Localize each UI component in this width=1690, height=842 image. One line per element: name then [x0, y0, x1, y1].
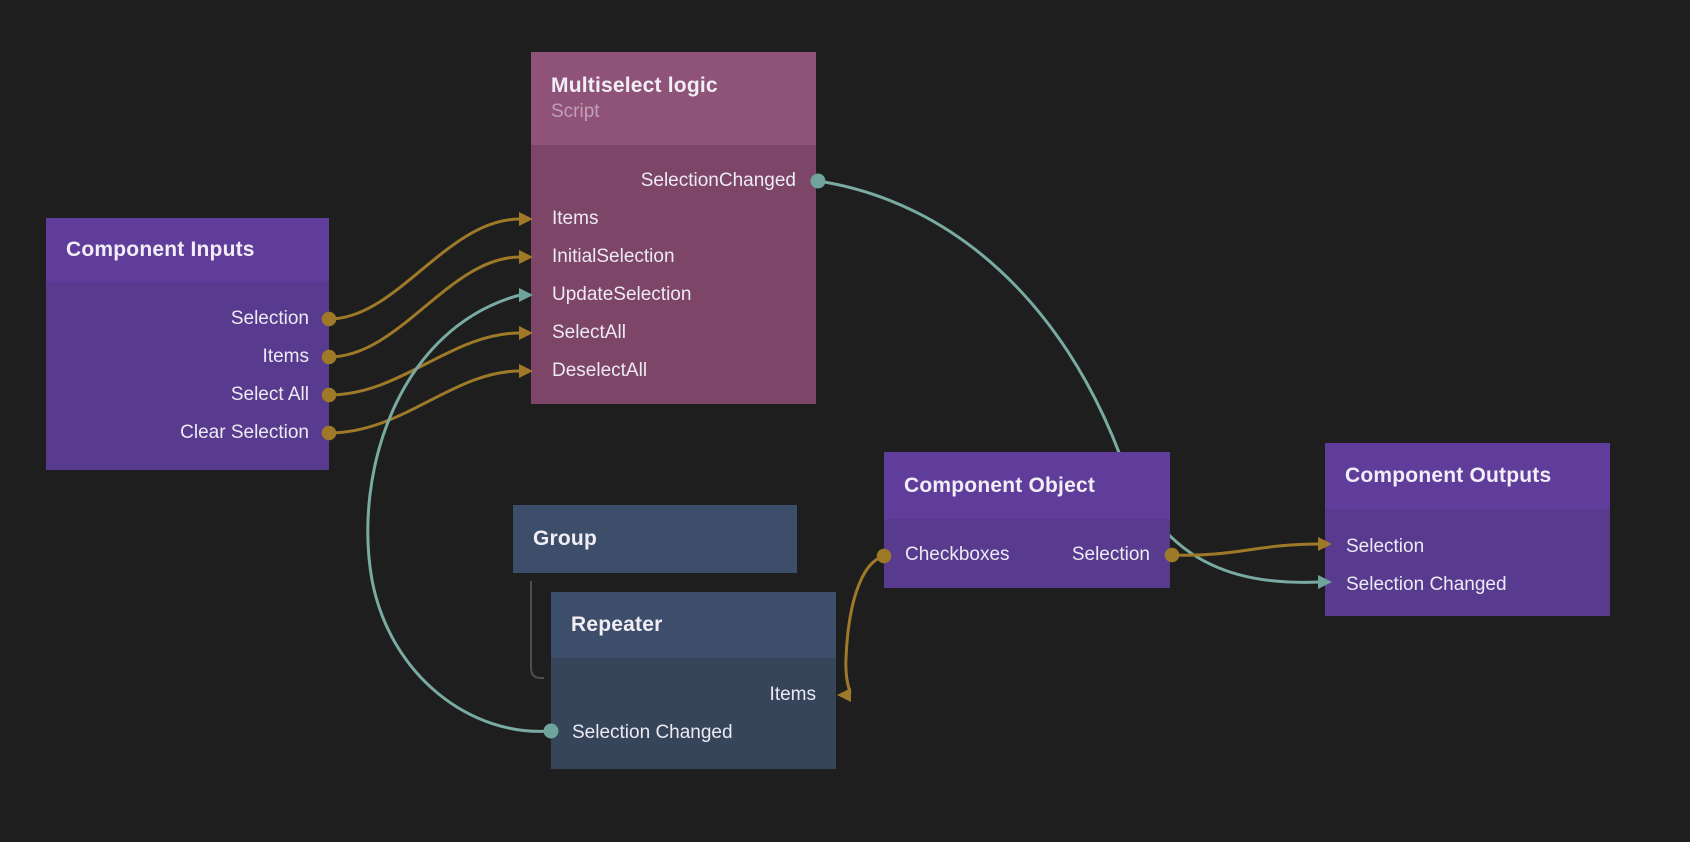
port-label: SelectAll	[552, 322, 626, 343]
node-repeater[interactable]: Repeater Items Selection Changed	[551, 592, 836, 769]
node-component-object[interactable]: Component Object Checkboxes Selection	[884, 452, 1170, 588]
port-label: Checkboxes	[905, 544, 1010, 565]
port-label: Items	[769, 684, 816, 705]
port-initialselection[interactable]: InitialSelection	[531, 245, 675, 269]
wire-selectall-to-selectall[interactable]	[327, 331, 522, 397]
node-header: Component Inputs	[46, 218, 329, 282]
wire-clearselection-to-deselectall[interactable]	[327, 369, 522, 435]
port-deselectall[interactable]: DeselectAll	[531, 359, 647, 383]
port-selection-changed[interactable]: Selection Changed	[551, 721, 733, 745]
node-header: Multiselect logic Script	[531, 52, 816, 145]
node-component-outputs[interactable]: Component Outputs Selection Selection Ch…	[1325, 443, 1610, 616]
port-selection-changed[interactable]: Selection Changed	[1325, 573, 1507, 597]
node-title: Component Inputs	[66, 238, 255, 261]
port-label: Select All	[230, 384, 309, 405]
port-label: Items	[262, 346, 309, 367]
node-subtitle: Script	[551, 101, 600, 122]
wire-selection-to-selection[interactable]	[1170, 542, 1321, 557]
node-body: Items Selection Changed	[551, 658, 836, 769]
node-title: Repeater	[571, 613, 663, 636]
group-repeater-hierarchy-line	[530, 581, 544, 679]
port-label: DeselectAll	[552, 360, 648, 381]
wire-checkboxes-to-items[interactable]	[844, 554, 886, 694]
port-items[interactable]: Items	[770, 683, 836, 707]
node-title: Group	[533, 527, 597, 550]
node-header: Repeater	[551, 592, 836, 658]
port-label: Selection	[1346, 536, 1425, 557]
port-items[interactable]: Items	[263, 345, 329, 369]
port-items[interactable]: Items	[531, 207, 598, 231]
node-multiselect-logic[interactable]: Multiselect logic Script SelectionChange…	[531, 52, 816, 404]
port-clear-selection[interactable]: Clear Selection	[180, 421, 329, 445]
node-body: Selection Items Select All Clear Selecti…	[46, 282, 329, 470]
node-header: Component Outputs	[1325, 443, 1610, 509]
port-label: InitialSelection	[552, 246, 675, 267]
node-title: Component Outputs	[1345, 464, 1552, 487]
wire-items-to-initialselection[interactable]	[327, 255, 522, 359]
port-label: Clear Selection	[180, 422, 309, 443]
port-selectall[interactable]: SelectAll	[531, 321, 626, 345]
node-title: Multiselect logic	[551, 74, 718, 97]
port-label: SelectionChanged	[640, 170, 796, 191]
port-select-all[interactable]: Select All	[231, 383, 329, 407]
port-checkboxes[interactable]: Checkboxes	[884, 543, 1010, 567]
port-label: Items	[552, 208, 599, 229]
port-label: Selection	[1071, 544, 1150, 565]
port-label: Selection	[230, 308, 309, 329]
wire-selectionchanged-to-selection-changed[interactable]	[816, 179, 1321, 584]
port-selection[interactable]: Selection	[1325, 535, 1424, 559]
node-group[interactable]: Group	[513, 505, 797, 573]
port-label: UpdateSelection	[552, 284, 692, 305]
port-selection[interactable]: Selection	[1072, 543, 1170, 567]
wire-selectionchanged-to-updateselection[interactable]	[366, 293, 553, 733]
node-body: Checkboxes Selection	[884, 519, 1170, 588]
port-label: Selection Changed	[572, 722, 733, 743]
node-header: Group	[513, 505, 797, 573]
node-title: Component Object	[904, 473, 1096, 497]
node-header: Component Object	[884, 452, 1170, 519]
port-label: Selection Changed	[1346, 574, 1507, 595]
node-body: Selection Selection Changed	[1325, 509, 1610, 616]
node-body: SelectionChanged Items InitialSelection …	[531, 145, 816, 404]
wire-selection-to-items[interactable]	[327, 217, 522, 321]
port-updateselection[interactable]: UpdateSelection	[531, 283, 691, 307]
port-selectionchanged[interactable]: SelectionChanged	[641, 169, 816, 193]
port-selection[interactable]: Selection	[231, 307, 329, 331]
node-component-inputs[interactable]: Component Inputs Selection Items Select …	[46, 218, 329, 470]
